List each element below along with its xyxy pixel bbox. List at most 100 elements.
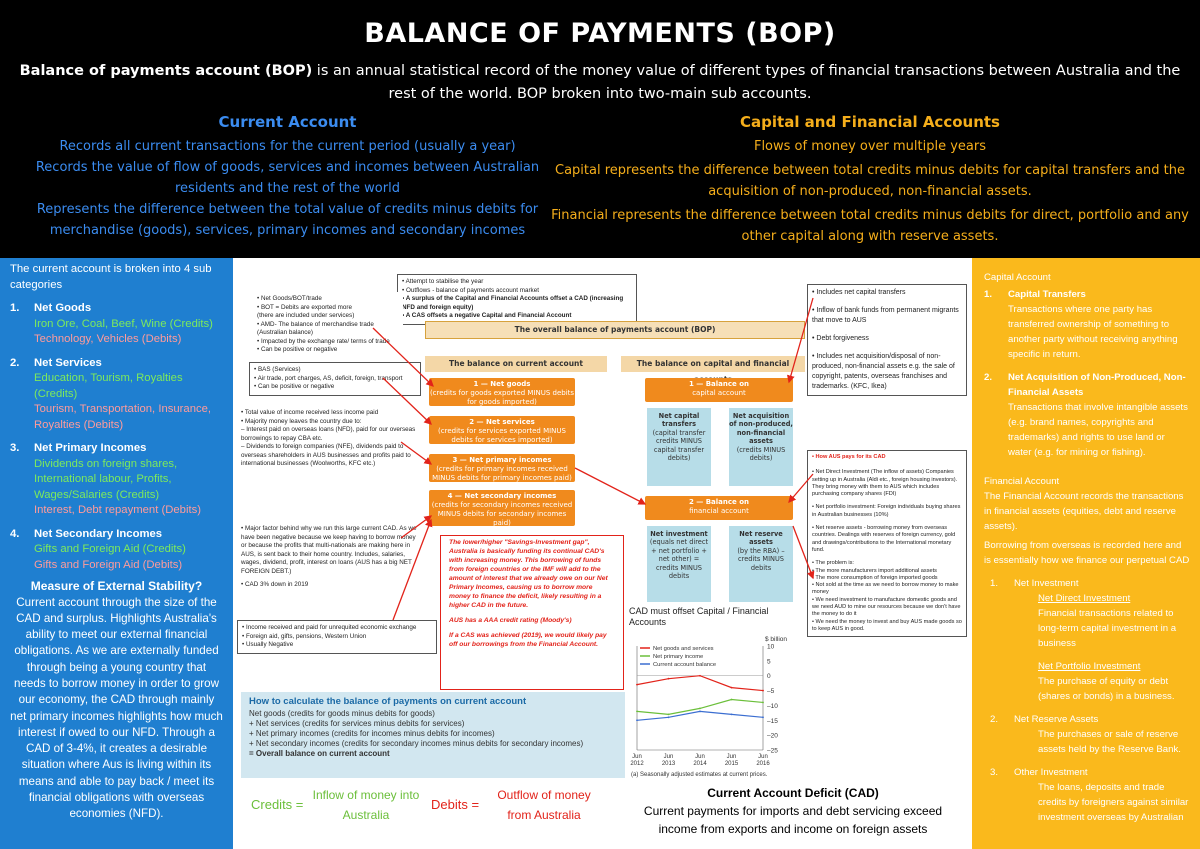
chart-point (730, 713, 733, 716)
chart-point (667, 713, 670, 716)
left-intro: The current account is broken into 4 sub… (10, 263, 212, 291)
note-secondary: • Major factor behind why we run this la… (237, 522, 425, 593)
note-goods: • Net Goods/BOT/trade • BOT = Debits are… (253, 292, 403, 358)
note-capital-right: • Includes net capital transfers • Inflo… (807, 284, 967, 396)
diagram-title: The overall balance of payments account … (425, 321, 805, 339)
left-panel: The current account is broken into 4 sub… (0, 258, 233, 849)
page-title: BALANCE OF PAYMENTS (BOP) (364, 18, 836, 49)
intro-text: Balance of payments account (BOP) is an … (8, 60, 1192, 106)
diagram-area: • Attempt to stabilise the year • Outflo… (233, 258, 972, 849)
item-title: Net Secondary Incomes (34, 527, 163, 540)
box-net-services: 2 — Net services(credits for services ex… (429, 416, 575, 444)
box-net-primary-incomes: 3 — Net primary incomes(credits for prim… (429, 454, 575, 482)
item-title: Net Acquisition of Non-Produced, Non- Fi… (1008, 372, 1186, 398)
cad-title: Current Account Deficit (CAD) (707, 786, 879, 800)
chart-xtick-label: Jun (664, 754, 674, 760)
debits-text: Tourism, Transportation, Insurance, Roya… (34, 403, 212, 431)
sub-text: The purchase of equity or debt (shares o… (1038, 676, 1175, 702)
chart-point (762, 701, 764, 704)
chart-legend-label: Current account balance (653, 662, 716, 668)
item-title: Other Investment (1014, 767, 1088, 778)
capital-account-summary: Capital and Financial Accounts Flows of … (550, 112, 1190, 250)
capital-line: Financial represents the difference betw… (551, 208, 1189, 244)
credits-debits: Credits = Inflow of money into Australia… (233, 783, 633, 849)
chart-title: CAD must offset Capital / Financial Acco… (629, 606, 769, 627)
cad-box: Current Account Deficit (CAD) Current pa… (623, 786, 963, 838)
chart-xtick-label: 2012 (630, 761, 644, 767)
chart-series-line (636, 675, 764, 692)
chart-note: (a) Seasonally adjusted estimates at cur… (631, 772, 768, 778)
chart-ylabel: $ billion (765, 636, 787, 643)
chart-point (667, 677, 670, 680)
current-line: Represents the difference between the to… (36, 202, 539, 238)
capital-line: Flows of money over multiple years (753, 139, 987, 154)
box-net-capital-transfers: Net capital transfers(capital transfer c… (647, 408, 711, 486)
item-title: Net Services (34, 356, 102, 369)
credits-label: Credits = (251, 797, 304, 812)
item-title: Net Reserve Assets (1014, 714, 1099, 725)
chart-legend-label: Net primary income (653, 654, 703, 660)
howto-line: + Net services (credits for services min… (249, 719, 465, 728)
chart-point (667, 716, 670, 719)
item-title: Net Goods (34, 302, 92, 314)
chart-ytick-label: –10 (767, 703, 778, 710)
howto-title: How to calculate the balance of payments… (249, 696, 527, 707)
current-account-title: Current Account (218, 113, 357, 131)
intro-rest: is an annual statistical record of the m… (312, 63, 1181, 102)
chart-xtick-label: Jun (758, 754, 768, 760)
red-note-frame (440, 535, 624, 690)
debits-label: Debits = (431, 797, 480, 812)
chart-xtick-label: 2014 (693, 761, 707, 767)
list-item: 3.Net Primary Incomes Dividends on forei… (10, 441, 223, 519)
financial-account-heading: Financial Account (984, 476, 1060, 487)
right-panel: Capital Account 1.Capital Transfers Tran… (972, 258, 1200, 849)
sub-title: Net Direct Investment (1038, 593, 1131, 604)
list-item: 2.Net Services Education, Tourism, Royal… (10, 356, 223, 434)
howto-box: How to calculate the balance of payments… (241, 692, 625, 778)
item-title: Net Investment (1014, 578, 1079, 589)
chart-ytick-label: –25 (767, 748, 778, 755)
chart-point (730, 698, 733, 701)
debits-text: Gifts and Foreign Aid (Debits) (34, 558, 183, 571)
cad-chart: CAD must offset Capital / Financial Acco… (629, 606, 793, 784)
chart-xtick-label: 2013 (662, 761, 676, 767)
fin-intro: The Financial Account records the transa… (984, 491, 1184, 532)
cad-desc: Current payments for imports and debt se… (643, 804, 943, 836)
item-text: Transactions where one party has transfe… (1008, 304, 1178, 360)
howto-line: = Overall balance on current account (249, 749, 390, 758)
current-line: Records all current transactions for the… (59, 139, 516, 154)
credits-text: Education, Tourism, Royalties (Credits) (34, 372, 183, 400)
intro-bold: Balance of payments account (BOP) (19, 63, 313, 79)
chart-point (636, 719, 638, 722)
note-financial-right: • How AUS pays for its CAD • Net Direct … (807, 450, 967, 638)
chart-point (699, 707, 701, 710)
chart-point (699, 710, 701, 713)
list-item: 4.Net Secondary Incomes Gifts and Foreig… (10, 527, 223, 574)
chart-ytick-label: –15 (767, 718, 778, 725)
box-net-goods: 1 — Net goods(credits for goods exported… (429, 378, 575, 406)
measure-title: Measure of External Stability? (30, 579, 203, 593)
credits-text: Gifts and Foreign Aid (Credits) (34, 543, 186, 555)
capital-line: Capital represents the difference betwee… (555, 163, 1185, 199)
measure-text: Current account through the size of the … (10, 595, 223, 821)
note-services: • BAS (Services) • Air trade, port charg… (249, 362, 421, 396)
debits-desc: Outflow of money from Australia (497, 788, 591, 822)
capital-account-title: Capital and Financial Accounts (740, 113, 1000, 131)
howto-line: Net goods (credits for goods minus debit… (249, 709, 435, 718)
chart-point (762, 689, 764, 692)
howto-line: + Net secondary incomes (credits for sec… (249, 739, 584, 748)
red-note: The lower/higher "Savings-Investment gap… (449, 539, 608, 648)
chart-point (636, 683, 638, 686)
credits-desc: Inflow of money into Australia (312, 788, 420, 822)
chart-xtick-label: Jun (695, 754, 705, 760)
chart-ytick-label: 5 (767, 658, 771, 665)
capital-account-heading: Capital Account (984, 272, 1051, 283)
chart-point (762, 716, 764, 719)
chart-ytick-label: 10 (767, 644, 775, 651)
chart-xtick-label: 2015 (725, 761, 739, 767)
sub-text: Financial transactions related to long-t… (1038, 608, 1177, 649)
item-text: The loans, deposits and trade credits by… (1038, 782, 1189, 823)
